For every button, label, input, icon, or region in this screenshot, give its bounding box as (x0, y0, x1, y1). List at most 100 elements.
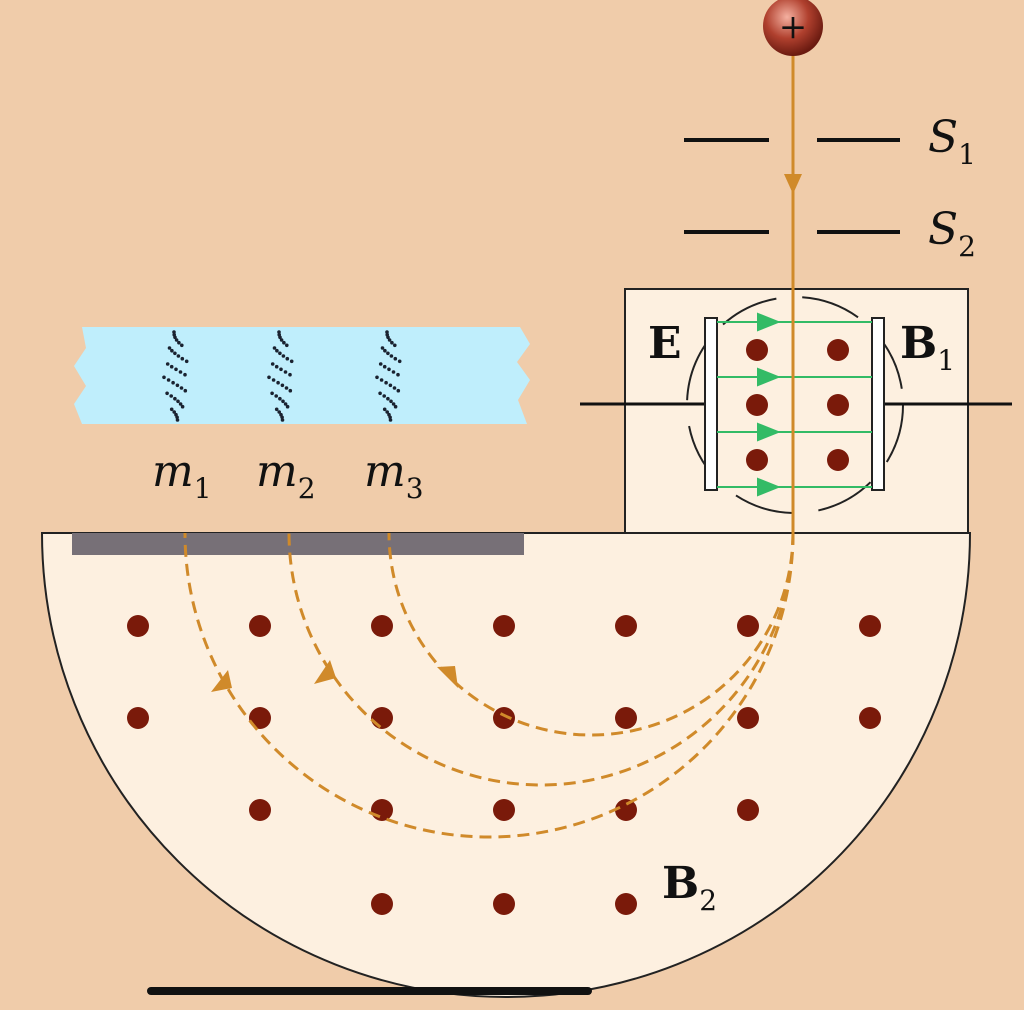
b2-field-dot (127, 707, 149, 729)
streak-dot (183, 372, 187, 377)
streak-dot (170, 348, 174, 353)
streak-dot (379, 378, 384, 382)
detector-plate (72, 533, 524, 555)
b2-field-dot (737, 615, 759, 637)
streak-dot (386, 351, 390, 356)
streak-dot (173, 335, 177, 340)
mass-label-m3: m3 (364, 446, 424, 505)
trajectory-arrows (211, 660, 458, 692)
streak-m3 (375, 330, 402, 422)
b2-field-dots (127, 615, 881, 915)
streak-dot (378, 362, 383, 366)
streak-dot (166, 378, 171, 382)
film-strip (74, 327, 530, 424)
streak-dot (175, 415, 179, 420)
streak-dot (386, 335, 390, 340)
ion-path-arrow (784, 174, 802, 194)
streak-dot (172, 330, 176, 334)
streak-dot (277, 330, 281, 334)
streak-dot (382, 364, 387, 369)
b1-field-dots (746, 339, 849, 471)
b2-field-dot (371, 707, 393, 729)
streak-dot (275, 348, 279, 353)
streak-dot (267, 375, 271, 380)
e-field-arrow (757, 312, 781, 332)
streak-dot (278, 335, 282, 340)
deflection-chamber (40, 532, 972, 998)
streak-dot (390, 340, 394, 345)
streak-dot (391, 370, 396, 374)
streak-dot (285, 356, 290, 361)
streak-dot (169, 364, 174, 369)
streak-dot (183, 388, 188, 393)
streak-m2 (267, 330, 294, 422)
streak-dot (392, 386, 397, 390)
streak-dot (274, 394, 279, 398)
streak-dot (178, 402, 183, 406)
b1-field-dot (827, 449, 849, 471)
streak-dot (289, 359, 294, 364)
b2-field-dot (615, 799, 637, 821)
trajectory-m1-arrow (211, 670, 232, 692)
streak-dot (397, 359, 402, 364)
streak-dot (184, 359, 189, 364)
capacitor-plate-right (871, 317, 885, 491)
streak-dot (175, 383, 180, 388)
streak-dot (380, 346, 385, 350)
streak-dot (176, 399, 180, 404)
streak-dot (375, 375, 379, 380)
streak-dot (388, 415, 392, 420)
streak-dot (278, 396, 282, 401)
streak-dot (176, 354, 181, 358)
streak-dot (279, 338, 284, 342)
trajectory-m2-arrow (314, 660, 336, 684)
streak-dot (285, 404, 290, 409)
positive-ion: + (763, 0, 823, 56)
streak-dot (270, 391, 274, 396)
streak-dot (378, 391, 382, 396)
streak-dot (277, 410, 282, 414)
slit-s1-label: S1 (928, 112, 976, 171)
b1-field-dot (827, 394, 849, 416)
streak-dot (387, 367, 391, 372)
streak-dot (177, 340, 181, 345)
streak-dot (281, 399, 285, 404)
streak-dot (284, 386, 289, 390)
b2-field-dot (249, 799, 271, 821)
streak-dot (174, 367, 178, 372)
streak-dot (167, 346, 172, 350)
streak-dot (278, 351, 282, 356)
streak-dot (165, 391, 169, 396)
slit-s2-label: S2 (928, 204, 976, 263)
trajectory-m3 (387, 532, 795, 737)
streak-dot (169, 394, 173, 398)
streak-m1 (162, 330, 189, 422)
streak-dot (173, 396, 177, 401)
streak-dot (393, 356, 398, 361)
streak-dot (173, 351, 177, 356)
field-b2-label: B2 (662, 858, 717, 917)
e-field-arrow (757, 477, 781, 497)
streak-dot (175, 418, 180, 422)
streak-dot (385, 410, 390, 414)
b2-field-dot (493, 893, 515, 915)
streak-dot (274, 407, 279, 412)
streak-dot (180, 343, 184, 348)
streak-dot (393, 404, 398, 409)
streak-dot (280, 415, 284, 420)
streak-dot (178, 370, 183, 374)
b2-field-dot (859, 707, 881, 729)
streak-dot (276, 380, 280, 385)
field-e-label: E (648, 318, 682, 369)
b2-field-dot (615, 707, 637, 729)
streak-dot (280, 418, 285, 422)
b2-field-dot (371, 799, 393, 821)
b1-field-dot (746, 394, 768, 416)
streak-dot (165, 362, 170, 366)
b2-field-dot (493, 799, 515, 821)
b2-field-dot (371, 893, 393, 915)
b2-field-dot (371, 615, 393, 637)
streak-dot (385, 330, 389, 334)
field-b1-label: B1 (900, 318, 955, 377)
home-indicator[interactable] (147, 987, 592, 995)
